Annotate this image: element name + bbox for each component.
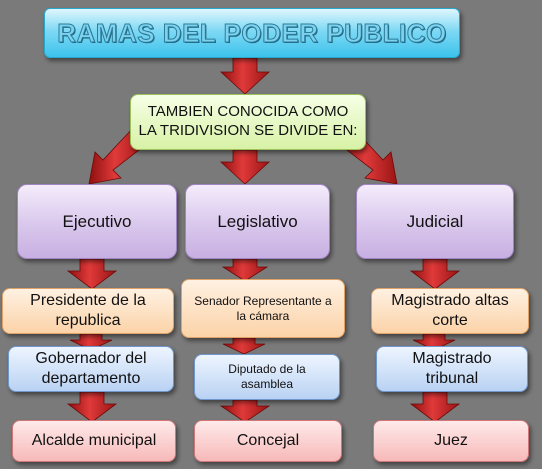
arrow-senador-to-diputado [222, 337, 266, 355]
node-label: Magistrado altas corte [391, 292, 509, 329]
node-magistrado-altas: Magistrado altas corte [371, 288, 529, 334]
branch-legislativo: Legislativo [185, 184, 330, 259]
arrow-gobernador-to-alcalde [66, 391, 118, 423]
arrow-subtitle-to-legislativo [219, 149, 271, 185]
node-presidente: Presidente de la republica [2, 288, 174, 334]
node-label: Juez [434, 432, 468, 449]
node-label: Senador Representante a la cámara [194, 293, 332, 323]
node-magistrado-tribunal: Magistrado tribunal [376, 346, 528, 392]
arrow-presidente-to-gobernador [69, 333, 113, 351]
node-label: Presidente de la republica [30, 292, 146, 329]
node-label: Diputado de la asamblea [228, 362, 306, 391]
arrow-legislativo-to-senador [221, 258, 269, 282]
node-label: Magistrado tribunal [412, 350, 492, 387]
page-title: RAMAS DEL PODER PUBLICO [57, 17, 447, 48]
arrow-tribunal-to-juez [409, 391, 461, 423]
arrow-title-to-subtitle [219, 57, 271, 95]
arrow-diputado-to-concejal [219, 399, 271, 423]
node-concejal: Concejal [194, 420, 342, 462]
branch-ejecutivo: Ejecutivo [17, 184, 177, 259]
node-label: Gobernador del departamento [35, 350, 147, 387]
node-label: Alcalde municipal [31, 432, 157, 449]
node-gobernador: Gobernador del departamento [8, 346, 174, 392]
node-alcalde: Alcalde municipal [12, 420, 176, 462]
branch-judicial: Judicial [356, 184, 514, 259]
arrow-ejecutivo-to-presidente [66, 258, 118, 290]
node-juez: Juez [373, 420, 529, 462]
node-label: Concejal [236, 432, 300, 449]
branch-label: Ejecutivo [62, 211, 132, 231]
subtitle-box: TAMBIEN CONOCIDA COMO LA TRIDIVISION SE … [130, 94, 366, 150]
title-box: RAMAS DEL PODER PUBLICO [44, 8, 460, 58]
subtitle-text: TAMBIEN CONOCIDA COMO LA TRIDIVISION SE … [138, 103, 358, 139]
branch-label: Legislativo [217, 211, 298, 231]
arrow-judicial-to-magistrado-altas [409, 258, 461, 290]
branch-label: Judicial [406, 211, 464, 231]
node-senador: Senador Representante a la cámara [181, 279, 345, 338]
arrow-altas-to-tribunal [412, 333, 456, 351]
node-diputado: Diputado de la asamblea [194, 354, 340, 400]
